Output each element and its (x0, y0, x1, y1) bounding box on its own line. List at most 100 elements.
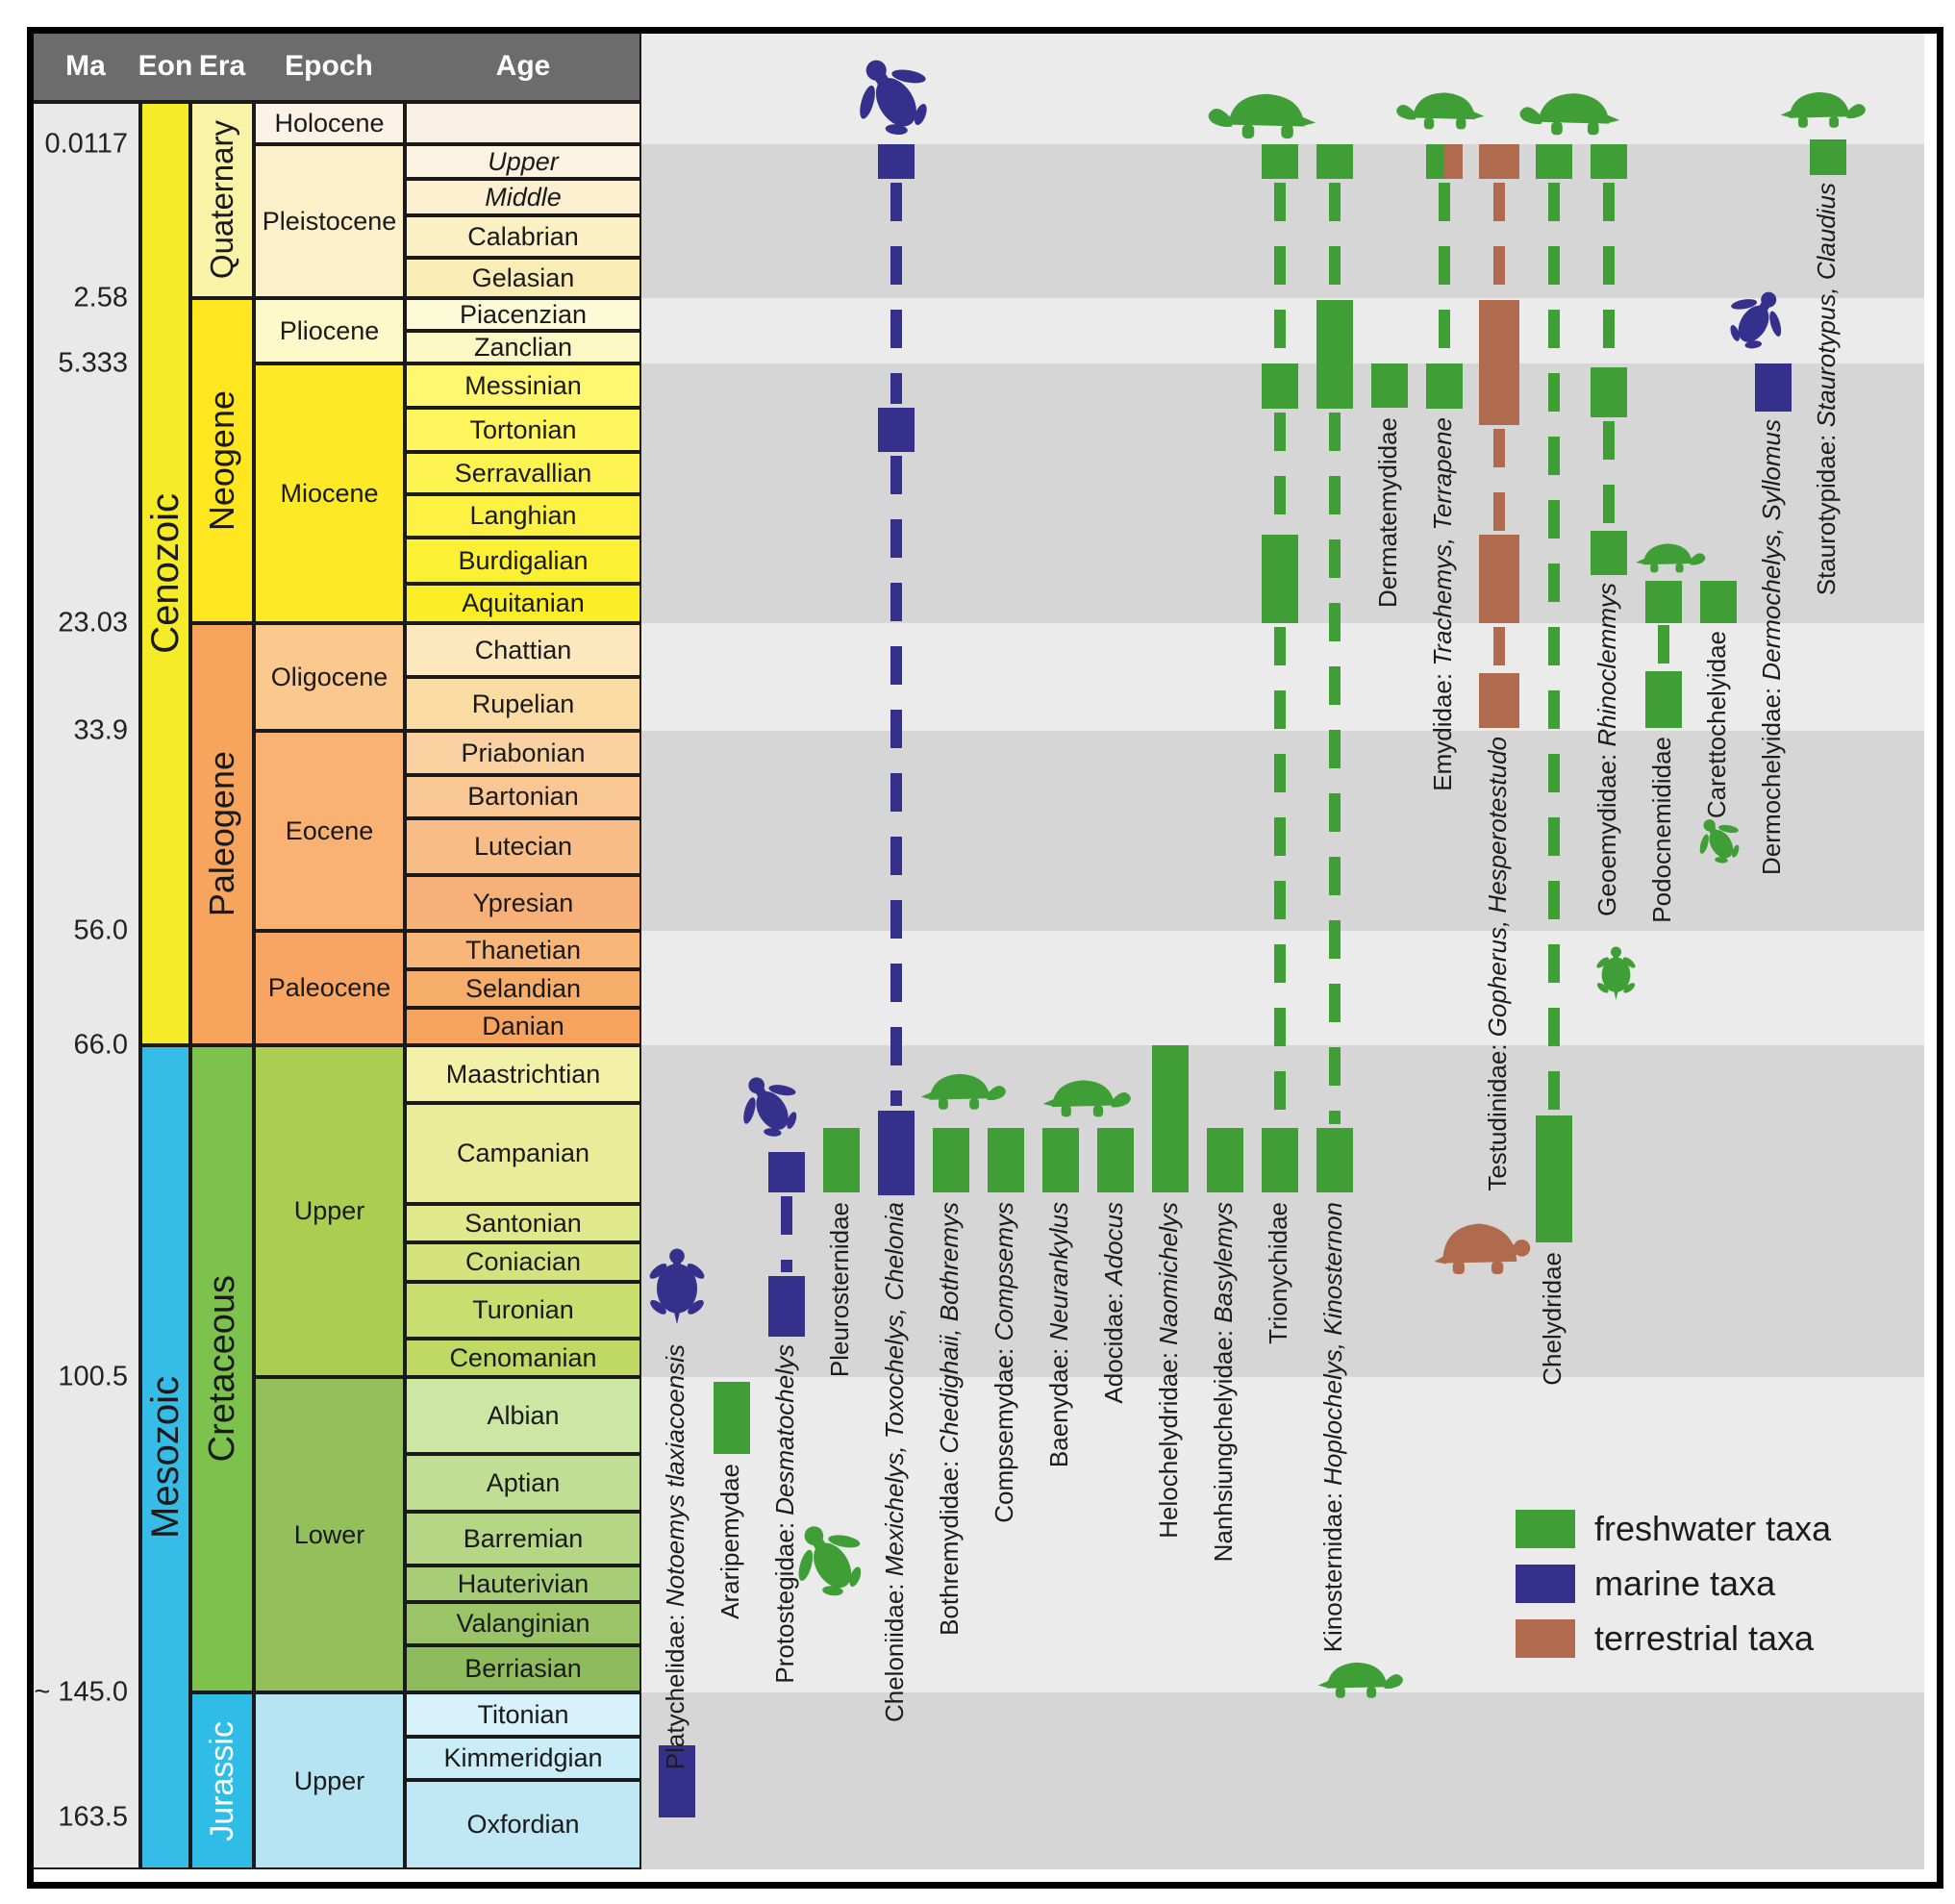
epoch-cell-paleocene-label: Paleocene (267, 973, 391, 1002)
era-cell-neogene: Neogene (190, 298, 254, 623)
dermatemydidae-occurrence-box (1371, 363, 1408, 408)
carettochelyidae-occurrence-box (1700, 581, 1737, 623)
trionychidae-occurrence-box (1262, 363, 1298, 409)
era-cell-jurassic: Jurassic (190, 1692, 254, 1869)
testudinidae-ghost-range (1493, 183, 1505, 296)
age-cell-upper-label: Upper (488, 146, 559, 176)
age-cell-aptian-label: Aptian (486, 1467, 561, 1497)
chelydridae-occurrence-box (1536, 1115, 1572, 1242)
epoch-cell-pliocene-label: Pliocene (279, 315, 380, 345)
era-cell-jurassic-label: Jurassic (203, 1720, 240, 1841)
age-cell-coniacian: Coniacian (405, 1242, 641, 1282)
ma-tick-163.5: 163.5 (58, 1801, 128, 1833)
age-cell-albian: Albian (405, 1377, 641, 1454)
podocnemididae-occurrence-box (1645, 581, 1682, 623)
bothremydidae-occurrence-box (933, 1128, 969, 1192)
epoch-cell-eocene-label: Eocene (285, 815, 374, 845)
age-cell-aptian: Aptian (405, 1454, 641, 1512)
age-cell-tortonian-label: Tortonian (469, 414, 577, 444)
ma-tick-145.0: ~ 145.0 (34, 1676, 128, 1708)
baenydae-occurrence-box (1042, 1128, 1079, 1192)
epoch-cell-paleocene: Paleocene (254, 931, 405, 1045)
bothremydidae-label: Bothremydidae: Chedighaii, Bothremys (935, 1202, 964, 1636)
age-cell-calabrian-label: Calabrian (467, 221, 579, 251)
age-cell-hauterivian-label: Hauterivian (457, 1568, 589, 1598)
adocidae-occurrence-box (1097, 1128, 1134, 1192)
age-cell-oxfordian: Oxfordian (405, 1780, 641, 1869)
age-cell-albian-label: Albian (487, 1400, 560, 1430)
header-background (32, 32, 641, 102)
epoch-cell-holocene: Holocene (254, 102, 405, 144)
time-band-upper (641, 1692, 1924, 1869)
age-cell-middle-label: Middle (485, 182, 562, 212)
age-cell-thanetian-label: Thanetian (464, 935, 582, 965)
emydidae-occurrence-box-left (1426, 144, 1444, 179)
side-turtle-icon (1517, 86, 1621, 138)
adocidae-label: Adocidae: Adocus (1099, 1202, 1128, 1404)
age-cell-gelasian: Gelasian (405, 258, 641, 298)
top-turtle-icon (1590, 943, 1642, 1003)
trionychidae-ghost-range (1274, 627, 1286, 1124)
age-cell-holocene-blank (405, 102, 641, 144)
era-cell-cretaceous-label: Cretaceous (201, 1275, 242, 1463)
age-cell-piacenzian-label: Piacenzian (459, 299, 588, 329)
ma-tick-66.0: 66.0 (73, 1029, 128, 1061)
age-cell-valanginian-label: Valanginian (456, 1609, 590, 1638)
cheloniidae-ghost-range (890, 183, 902, 404)
header-ma: Ma (65, 50, 106, 82)
age-cell-oxfordian-label: Oxfordian (466, 1810, 580, 1839)
age-cell-rupelian-label: Rupelian (471, 689, 575, 718)
age-cell-lutecian: Lutecian (405, 818, 641, 875)
header-eon: Eon (138, 50, 193, 82)
ma-tick-0.0117: 0.0117 (44, 128, 128, 160)
helochelydridae-label: Helochelydridae: Naomichelys (1154, 1202, 1183, 1539)
age-cell-turonian-label: Turonian (472, 1295, 574, 1324)
geoemydidae-occurrence-box (1591, 367, 1627, 417)
age-cell-maastrichtian-label: Maastrichtian (445, 1059, 601, 1089)
trionychidae-occurrence-box (1262, 144, 1298, 179)
carettochelyidae-label: Carettochelyidae (1702, 631, 1731, 819)
epoch-cell-miocene-label: Miocene (280, 478, 379, 508)
era-cell-cretaceous: Cretaceous (190, 1045, 254, 1692)
pleurosternidae-label: Pleurosternidae (825, 1202, 854, 1378)
age-cell-burdigalian-label: Burdigalian (458, 545, 589, 575)
epoch-cell-pleistocene: Pleistocene (254, 144, 405, 298)
compsemydae-label: Compsemydae: Compsemys (990, 1202, 1018, 1523)
cheloniidae-occurrence-box (878, 144, 915, 179)
geoemydidae-occurrence-box (1591, 531, 1627, 575)
sea-turtle-icon (1696, 277, 1817, 362)
era-cell-paleogene-label: Paleogene (202, 751, 241, 917)
legend-label-freshwater: freshwater taxa (1594, 1509, 1832, 1548)
compsemydae-occurrence-box (988, 1128, 1024, 1192)
ma-tick-23.03: 23.03 (58, 607, 128, 639)
epoch-cell-upper: Upper (254, 1045, 405, 1377)
age-cell-danian: Danian (405, 1008, 641, 1045)
age-cell-danian-label: Danian (482, 1012, 564, 1040)
epoch-cell-pliocene: Pliocene (254, 298, 405, 363)
age-cell-zanclian-label: Zanclian (473, 332, 573, 362)
age-cell-aquitanian: Aquitanian (405, 584, 641, 623)
sea-turtle-icon (725, 1058, 814, 1154)
header-epoch: Epoch (285, 50, 373, 82)
epoch-cell-oligocene-label: Oligocene (270, 662, 388, 691)
side-turtle-icon (1041, 1071, 1133, 1121)
age-cell-priabonian-label: Priabonian (461, 738, 586, 767)
era-cell-neogene-label: Neogene (202, 389, 241, 532)
tortoise-icon (1431, 1215, 1532, 1280)
eon-cell-mesozoic-label: Mesozoic (143, 1376, 187, 1539)
age-cell-calabrian: Calabrian (405, 215, 641, 258)
epoch-cell-eocene: Eocene (254, 731, 405, 931)
eon-cell-cenozoic-label: Cenozoic (143, 493, 187, 654)
dermatemydidae-label: Dermatemydidae (1373, 417, 1402, 608)
age-cell-tortonian: Tortonian (405, 408, 641, 452)
age-cell-messinian: Messinian (405, 363, 641, 408)
ma-tick-100.5: 100.5 (58, 1361, 128, 1392)
testudinidae-occurrence-box (1479, 300, 1519, 425)
age-cell-ypresian: Ypresian (405, 875, 641, 931)
age-cell-campanian-label: Campanian (456, 1139, 590, 1167)
era-cell-paleogene: Paleogene (190, 623, 254, 1045)
age-cell-berriasian: Berriasian (405, 1645, 641, 1692)
age-cell-chattian: Chattian (405, 623, 641, 677)
age-cell-selandian-label: Selandian (464, 973, 582, 1003)
side-turtle-icon (1394, 84, 1486, 134)
